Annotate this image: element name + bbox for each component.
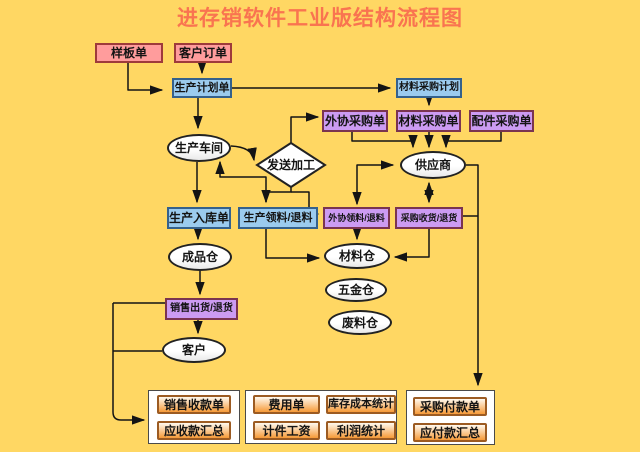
purchase-payment-label: 采购付款单 xyxy=(419,399,480,414)
edge-sample-order-to-production-plan xyxy=(127,63,164,95)
payables-summary: 应付款汇总 xyxy=(413,423,487,442)
production-material: 生产领料/退料 xyxy=(238,207,318,229)
production-inbound-label: 生产入库单 xyxy=(169,211,230,225)
sales-delivery: 销售出货/退货 xyxy=(165,298,238,320)
production-plan: 生产计划单 xyxy=(172,78,232,98)
piecework-wages: 计件工资 xyxy=(253,421,320,440)
sample-order: 样板单 xyxy=(95,43,163,63)
customer-order-label: 客户订单 xyxy=(178,46,227,60)
edge-supplier-to-panel-purchase-money xyxy=(466,164,483,387)
material-po-label: 材料采购单 xyxy=(398,114,459,128)
page-title: 进存销软件工业版结构流程图 xyxy=(177,7,463,30)
material-purchase-plan: 材料采购计划 xyxy=(396,78,462,98)
dispatch-processing: 发送加工 xyxy=(257,143,325,187)
material-po: 材料采购单 xyxy=(396,110,461,132)
edge-parts-po-to-supplier xyxy=(441,132,502,149)
edge-purchase-receipt-to-material-warehouse xyxy=(393,229,430,262)
dispatch-processing-label: 发送加工 xyxy=(266,158,315,172)
dispatch-processing-shape xyxy=(255,141,327,189)
payables-summary-label: 应付款汇总 xyxy=(419,425,480,440)
profit-stats-label: 利润统计 xyxy=(336,423,385,438)
purchase-receipt: 采购收货/退货 xyxy=(395,207,463,229)
supplier: 供应商 xyxy=(400,151,466,179)
hardware-warehouse-label: 五金仓 xyxy=(337,283,374,297)
edge-left-trunk-to-panel-sales-money xyxy=(112,303,146,425)
outsource-material-label: 外协领料/退料 xyxy=(328,212,385,223)
customer: 客户 xyxy=(162,337,226,363)
material-warehouse: 材料仓 xyxy=(324,243,390,269)
expense-bill: 费用单 xyxy=(253,395,320,414)
purchase-receipt-label: 采购收货/退货 xyxy=(400,212,458,223)
outsource-material: 外协领料/退料 xyxy=(323,207,390,229)
material-purchase-plan-label: 材料采购计划 xyxy=(399,82,459,93)
finished-warehouse: 成品仓 xyxy=(168,243,232,271)
customer-order: 客户订单 xyxy=(174,43,232,63)
edge-dispatch-processing-to-production-material xyxy=(261,187,292,204)
sales-receipt-label: 销售收款单 xyxy=(163,397,224,412)
scrap-warehouse-label: 废料仓 xyxy=(341,315,378,330)
supplier-label: 供应商 xyxy=(414,158,451,172)
inventory-cost-stats-label: 库存成本统计 xyxy=(328,398,394,410)
edge-outsource-po-to-supplier xyxy=(351,132,418,149)
parts-po-label: 配件采购单 xyxy=(471,114,532,128)
finished-warehouse-label: 成品仓 xyxy=(181,250,218,264)
production-plan-label: 生产计划单 xyxy=(174,81,230,94)
profit-stats: 利润统计 xyxy=(326,421,396,440)
workshop-label: 生产车间 xyxy=(174,141,223,155)
customer-label: 客户 xyxy=(181,343,206,357)
piecework-wages-label: 计件工资 xyxy=(262,423,311,438)
production-material-label: 生产领料/退料 xyxy=(243,211,313,224)
outsource-po: 外协采购单 xyxy=(322,110,388,132)
edge-dispatch-processing-to-outsource-po xyxy=(290,112,320,144)
sales-receipt: 销售收款单 xyxy=(157,395,231,414)
parts-po: 配件采购单 xyxy=(469,110,534,132)
production-inbound: 生产入库单 xyxy=(167,207,231,229)
edge-production-material-to-workshop xyxy=(215,160,267,202)
edge-outsource-material-to-supplier xyxy=(352,160,395,206)
edge-production-material-to-material-warehouse xyxy=(265,229,321,263)
purchase-payment: 采购付款单 xyxy=(413,397,487,416)
receivables-summary: 应收款汇总 xyxy=(157,421,231,440)
outsource-po-label: 外协采购单 xyxy=(324,114,385,128)
material-warehouse-label: 材料仓 xyxy=(338,249,375,263)
sales-delivery-label: 销售出货/退货 xyxy=(170,303,233,314)
inventory-cost-stats: 库存成本统计 xyxy=(326,395,396,414)
expense-bill-label: 费用单 xyxy=(268,397,305,412)
edge-workshop-to-dispatch-processing xyxy=(230,145,257,162)
receivables-summary-label: 应收款汇总 xyxy=(163,423,224,438)
sample-order-label: 样板单 xyxy=(110,46,147,60)
scrap-warehouse: 废料仓 xyxy=(328,310,392,335)
hardware-warehouse: 五金仓 xyxy=(325,278,387,302)
workshop: 生产车间 xyxy=(167,134,231,162)
